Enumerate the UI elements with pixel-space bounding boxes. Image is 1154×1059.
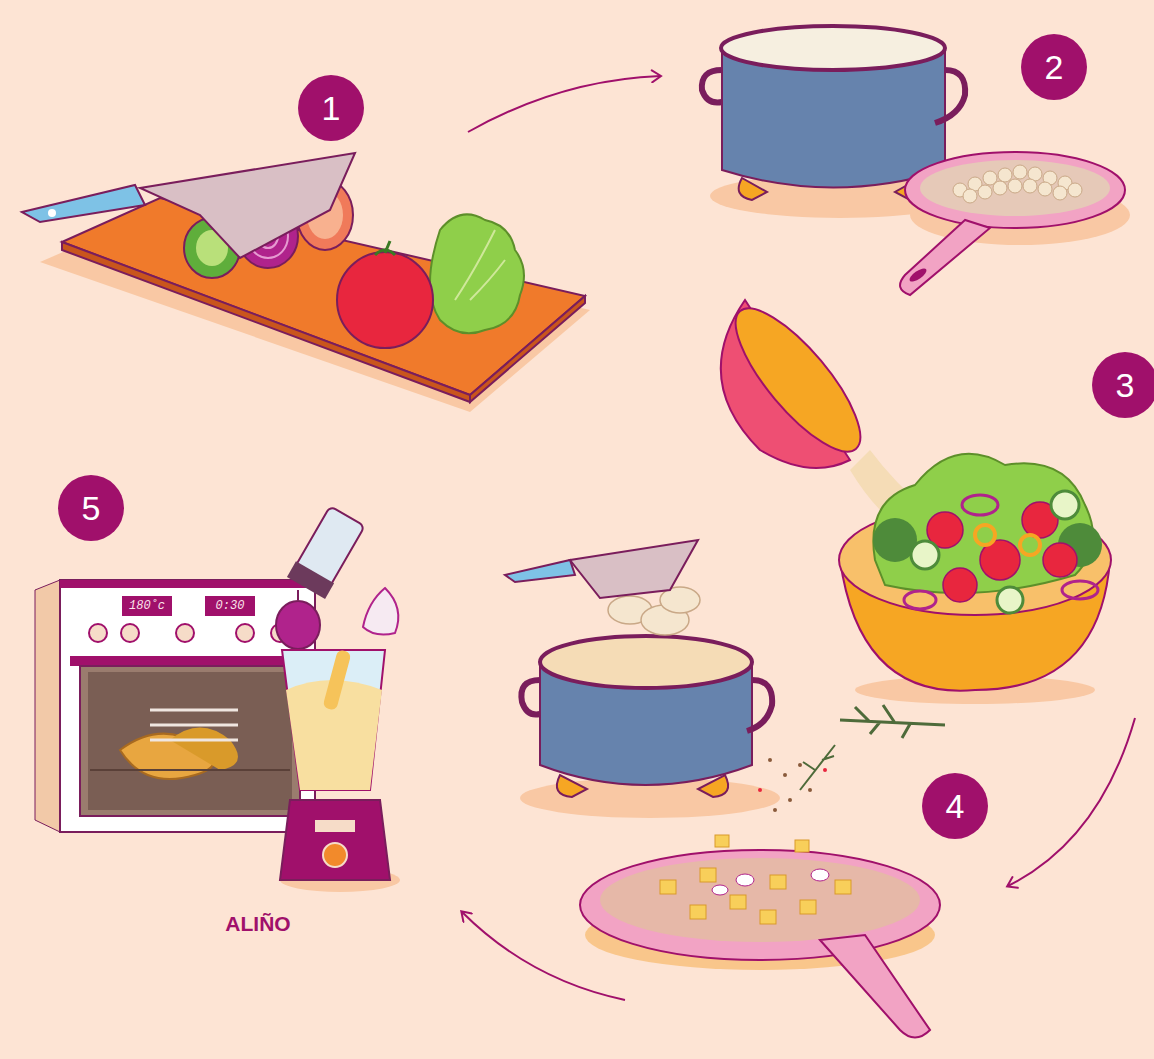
potato-pan [580, 705, 945, 1038]
callout-number: 3 [1092, 352, 1154, 418]
blender [280, 649, 400, 892]
oven-timer: 0:30 [205, 596, 255, 616]
salad-bowl [839, 454, 1111, 704]
pan-chickpeas [900, 152, 1130, 295]
flow-arrow [1008, 718, 1135, 886]
callout-number: 1 [298, 75, 364, 141]
callout-number: 2 [1021, 34, 1087, 100]
callout-number: 5 [58, 475, 124, 541]
oven-temperature: 180˚c [122, 596, 172, 616]
flow-arrow [468, 76, 660, 132]
seasonings [276, 505, 398, 649]
oven [35, 580, 315, 832]
dressing-label: ALIÑO [208, 906, 308, 942]
callout-number: 4 [922, 773, 988, 839]
knife [22, 153, 355, 258]
potato-pot [505, 540, 780, 818]
